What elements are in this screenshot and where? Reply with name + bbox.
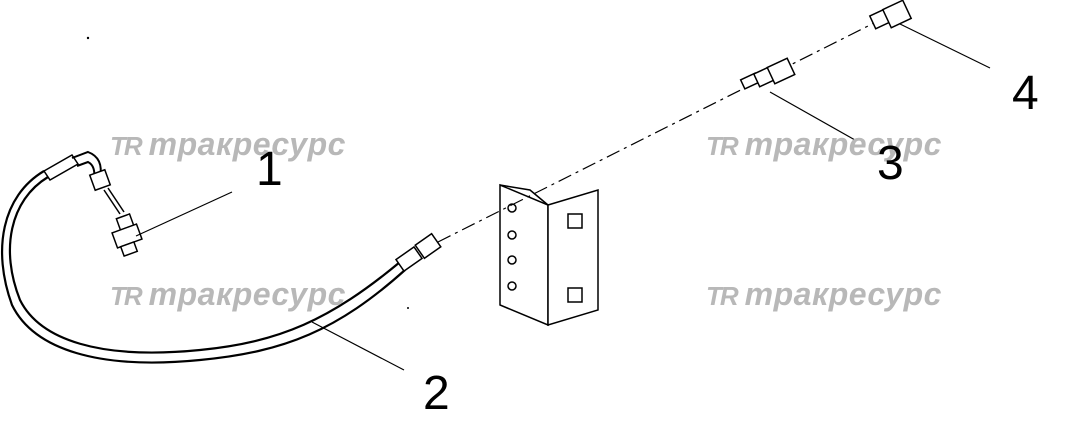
callout-2: 2 — [423, 367, 450, 420]
leader-line-3 — [769, 91, 856, 141]
watermark-text: тракресурс — [744, 276, 942, 312]
callout-3: 3 — [877, 137, 904, 190]
leader-line-4 — [899, 23, 991, 69]
watermark-text: тракресурс — [744, 126, 942, 162]
part-1-fitting — [111, 213, 143, 258]
assembly-axis-line — [437, 21, 877, 243]
part-4-fitting — [868, 0, 913, 30]
leader-lines — [135, 23, 991, 371]
part-3-fitting — [739, 57, 796, 90]
watermark-text: тракресурс — [148, 126, 346, 162]
watermark-text: тракресурс — [148, 276, 346, 312]
callout-4: 4 — [1012, 67, 1039, 120]
mounting-bracket — [499, 183, 599, 327]
leader-line-2 — [311, 321, 405, 371]
watermark-logo: TR — [110, 131, 143, 161]
watermark-logo: TR — [706, 131, 739, 161]
callout-1: 1 — [256, 143, 283, 196]
hose-assembly — [1, 150, 442, 364]
watermark-logo: TR — [706, 281, 739, 311]
watermark-logo: TR — [110, 281, 143, 311]
leader-line-1 — [135, 191, 233, 237]
